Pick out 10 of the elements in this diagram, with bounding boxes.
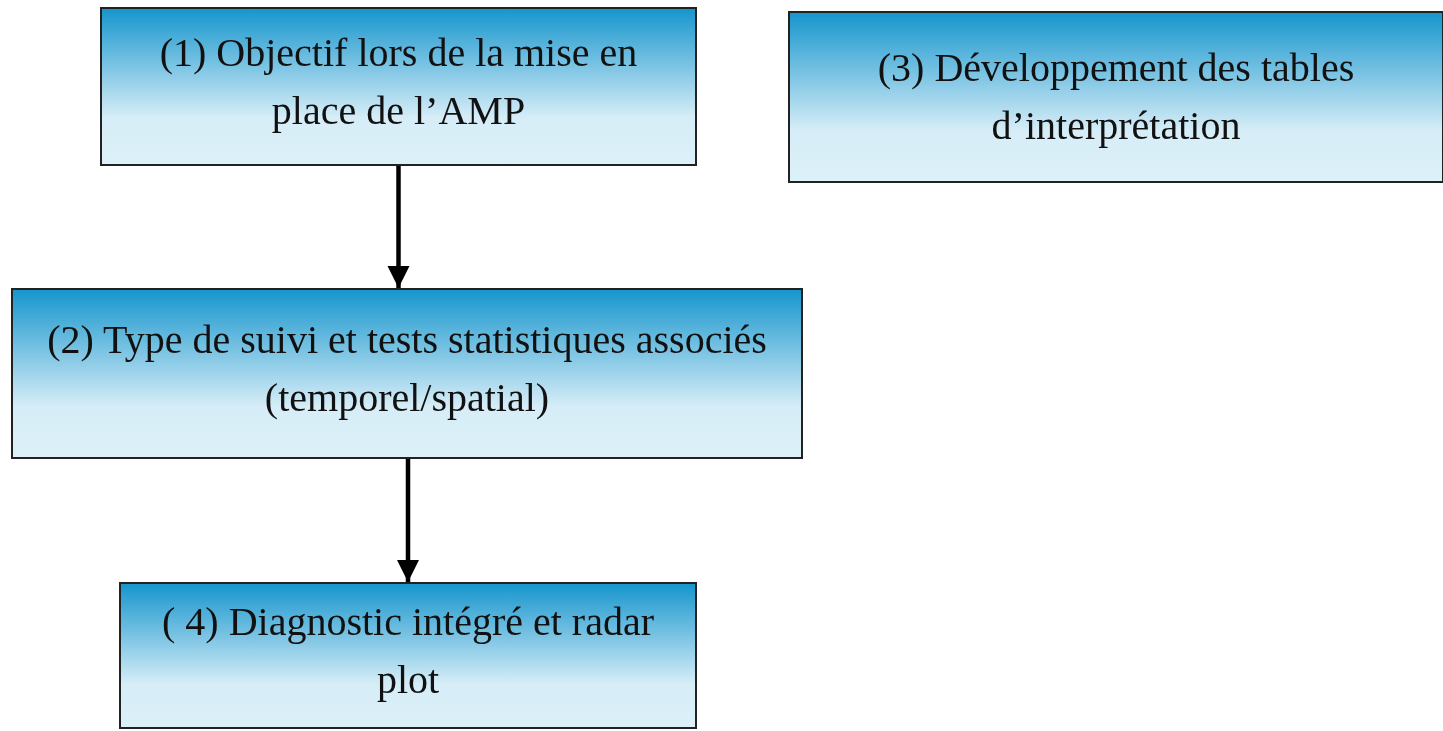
box-label: (2) Type de suivi et tests statistiques associés (temporel/spatial) [46, 315, 768, 422]
arrow [387, 166, 410, 288]
arrow [396, 459, 420, 582]
process-box [11, 288, 803, 459]
box-label: (1) Objectif lors de la mise en place de l’AMP [158, 28, 639, 135]
box-label: (3) Développement des tables d’interprétation [876, 44, 1356, 150]
process-box [100, 7, 697, 166]
box-label: ( 4) Diagnostic intégré et radar plot [161, 597, 655, 704]
process-box [119, 582, 697, 729]
process-box [788, 11, 1443, 183]
